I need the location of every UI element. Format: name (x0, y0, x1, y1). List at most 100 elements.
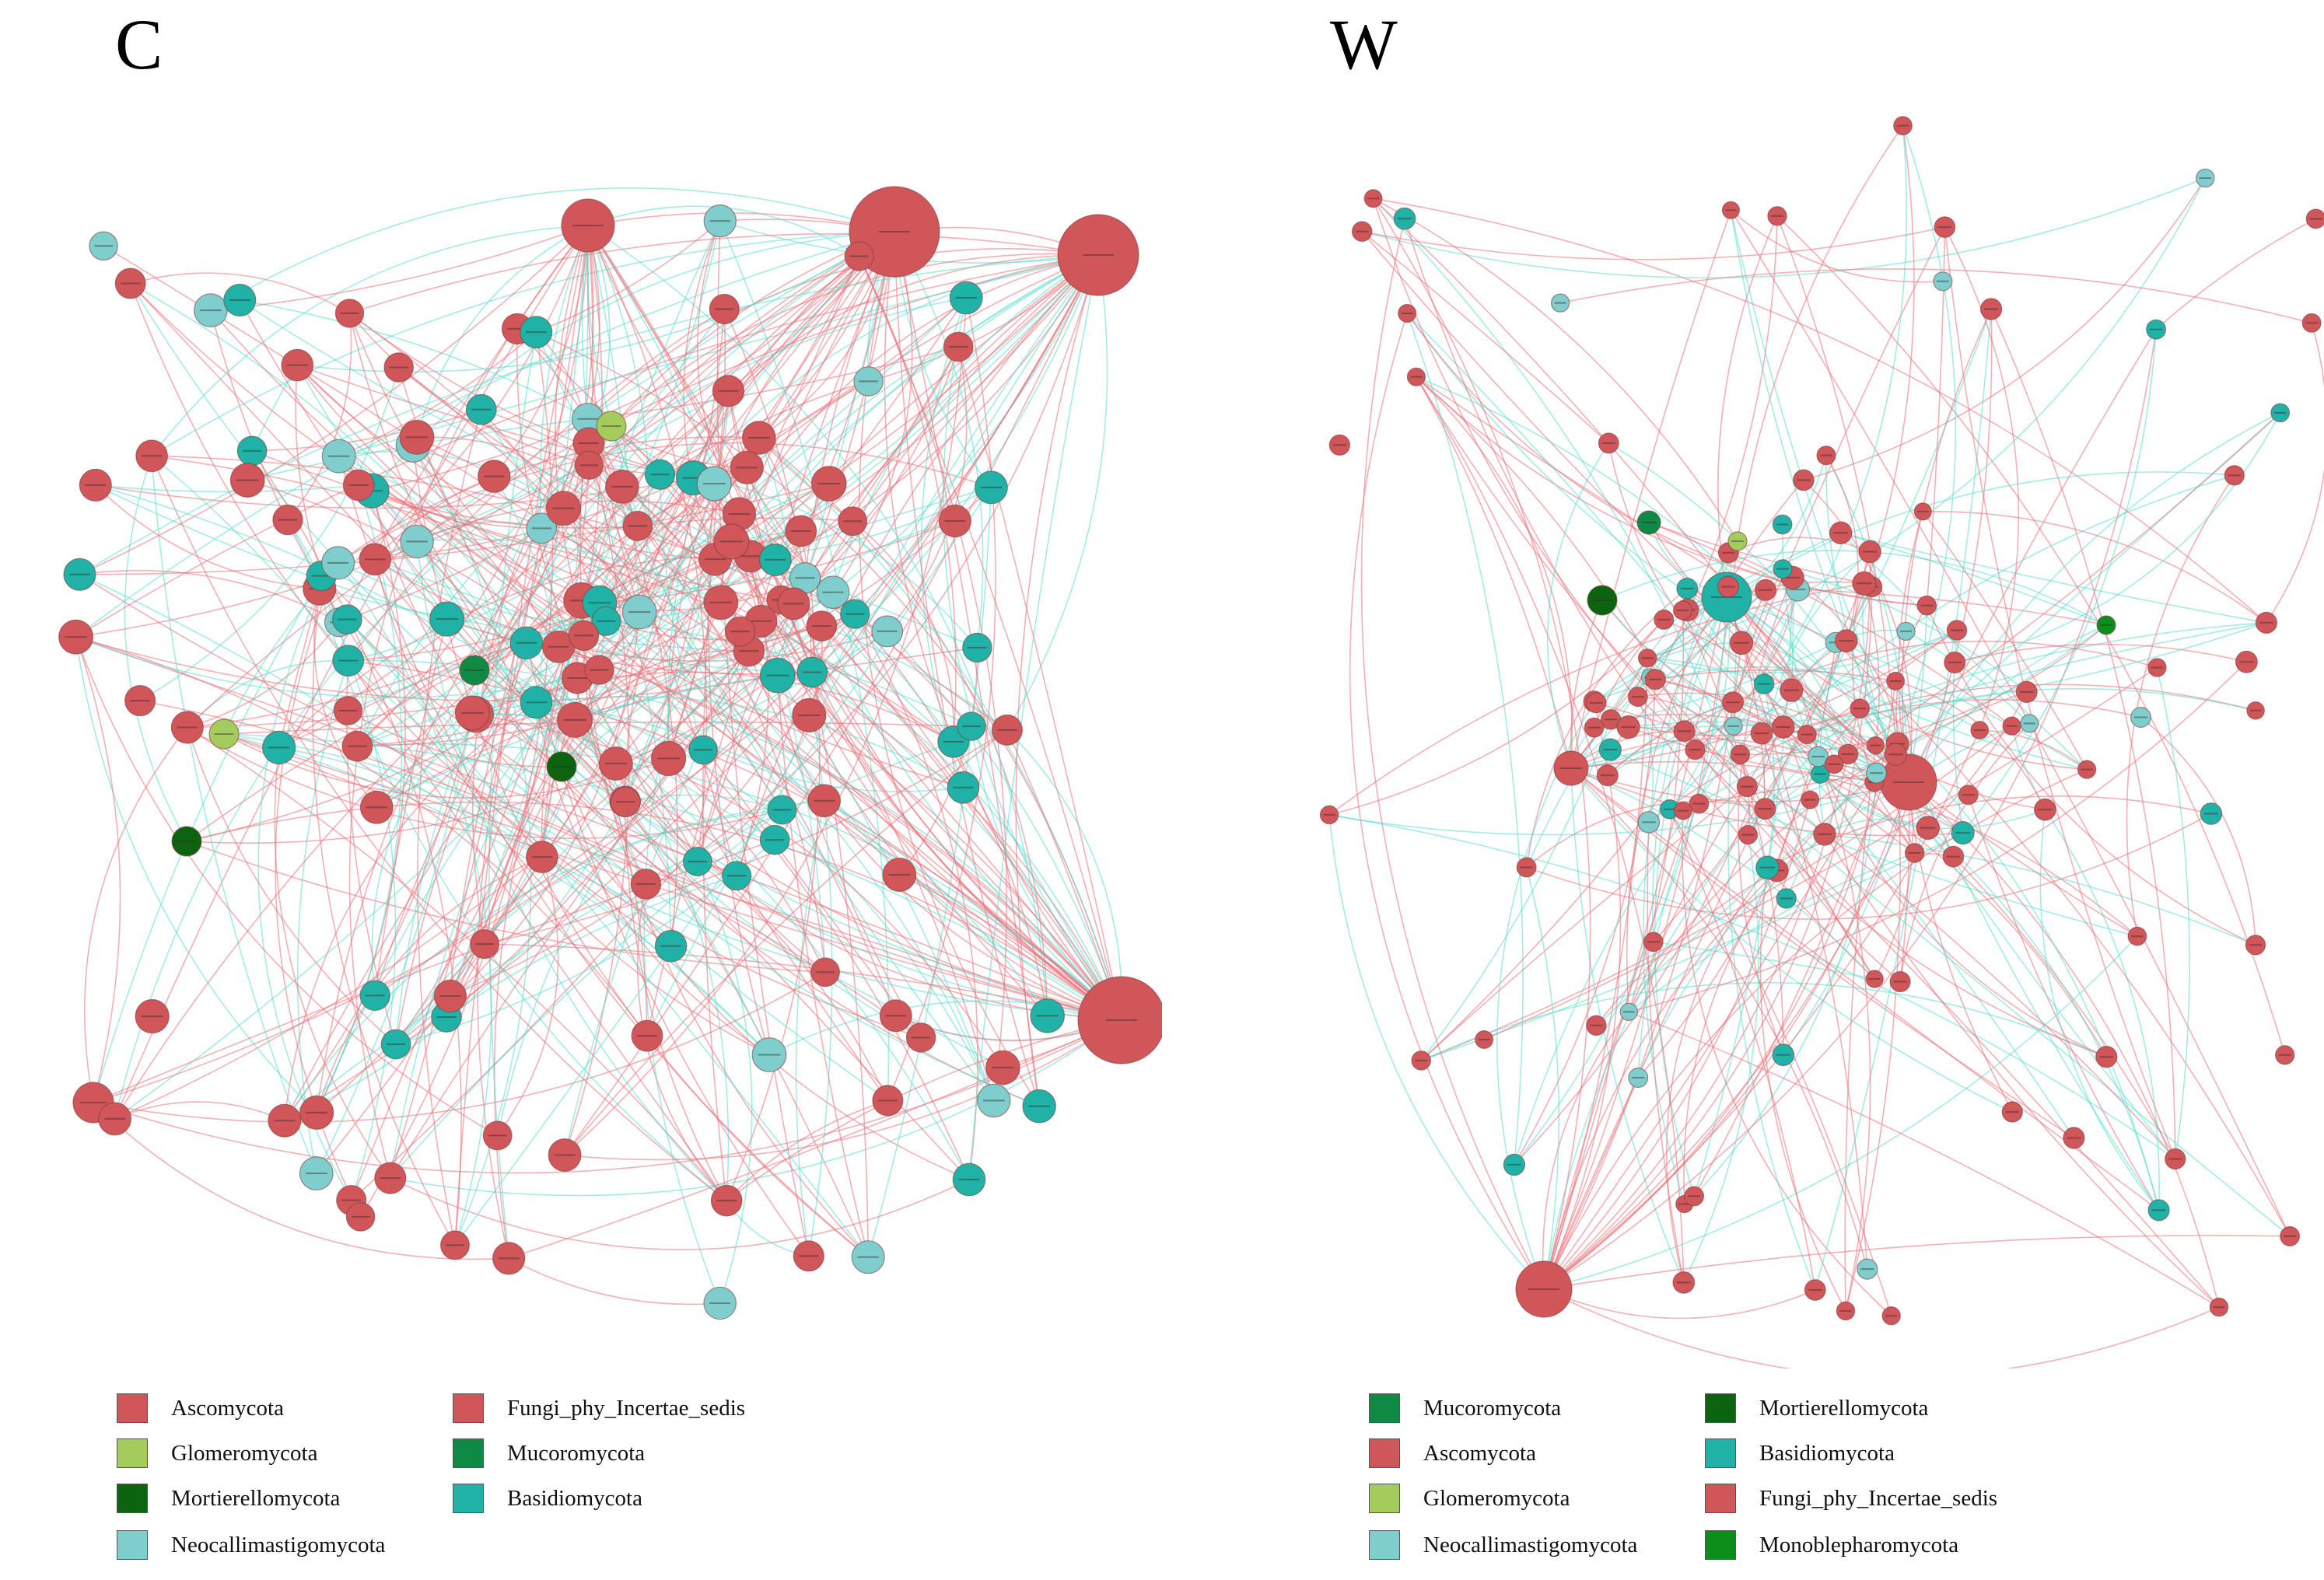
positive-edge (1683, 730, 2107, 1057)
negative-edge (1726, 596, 2160, 1211)
negative-edge (692, 254, 1099, 479)
positive-edge (187, 727, 397, 1045)
nodes-layer (58, 186, 1162, 1320)
positive-edge (239, 299, 626, 802)
negative-edge (1726, 471, 2235, 598)
node-label-mark (1621, 726, 1636, 729)
network-node (1834, 629, 1858, 653)
node-label-mark (1758, 808, 1773, 810)
network-node (2063, 1127, 2085, 1149)
node-label-mark (758, 1054, 781, 1056)
node-label-mark (569, 599, 593, 602)
network-node (89, 231, 118, 261)
node-label-mark (306, 1173, 327, 1175)
network-node (882, 857, 917, 892)
network-node (98, 1102, 132, 1136)
negative-edge (2039, 809, 2160, 1211)
negative-edge (1406, 313, 1524, 1165)
positive-edge (313, 575, 377, 808)
positive-edge (564, 729, 1008, 1156)
negative-edge (894, 231, 984, 648)
node-label-mark (1946, 855, 1961, 858)
node-label-mark (69, 573, 90, 575)
node-label-mark (2081, 768, 2093, 771)
node-label-mark (1520, 866, 1533, 869)
network-node (796, 656, 828, 688)
network-node (208, 718, 240, 750)
negative-edge (1730, 210, 1909, 783)
node-label-mark (1676, 609, 1689, 611)
legend-item: Mortierellomycota (117, 1482, 340, 1515)
negative-edge (151, 225, 589, 456)
node-label-mark (2305, 322, 2318, 324)
network-node (991, 714, 1024, 746)
positive-edge (374, 475, 495, 560)
node-label-mark (526, 701, 547, 704)
node-label-mark (2199, 177, 2211, 179)
panel-w: W Mucoromycota Ascomycota Glomeromycota … (1213, 0, 2324, 1580)
node-label-mark (1811, 756, 1825, 758)
positive-edge (2155, 218, 2316, 330)
network-node (1730, 744, 1751, 765)
positive-edge (1595, 869, 1778, 1026)
network-node (851, 1240, 885, 1274)
node-label-mark (130, 700, 150, 702)
node-label-mark (1860, 1268, 1874, 1271)
network-node (2077, 760, 2097, 779)
node-label-mark (1623, 1011, 1635, 1013)
network-node (1643, 932, 1664, 953)
positive-edge (1803, 177, 2206, 481)
legend-item: Basidiomycota (1705, 1437, 1895, 1470)
node-label-mark (1722, 551, 1735, 554)
positive-edge (858, 256, 957, 743)
network-node (1596, 764, 1619, 787)
positive-edge (390, 225, 589, 1179)
node-label-mark (229, 299, 250, 301)
node-label-mark (1648, 678, 1662, 680)
node-label-mark (311, 575, 331, 577)
node-label-mark (1888, 753, 1903, 756)
node-label-mark (1680, 587, 1694, 589)
panel-letter-c: C (115, 5, 163, 84)
negative-edge (824, 971, 1003, 1068)
node-label-mark (635, 883, 656, 885)
network-node (793, 1240, 824, 1272)
network-node (433, 979, 467, 1013)
positive-edge (1373, 198, 2267, 624)
network-node (2245, 935, 2266, 956)
node-label-mark (694, 749, 712, 751)
positive-edge (1360, 218, 1545, 1290)
node-label-mark (885, 1015, 906, 1017)
negative-edge (1594, 540, 1738, 702)
node-label-mark (1323, 813, 1335, 816)
network-node (2001, 1101, 2024, 1123)
network-node (1406, 367, 1426, 386)
legend-item: Mucoromycota (453, 1437, 645, 1470)
network-node (345, 1202, 376, 1232)
positive-edge (1693, 743, 1899, 1197)
legend-item: Mortierellomycota (1705, 1392, 1928, 1424)
negative-edge (1683, 834, 1759, 1283)
node-label-mark (943, 741, 964, 743)
positive-edge (639, 255, 860, 613)
network-node (2270, 403, 2291, 423)
negative-edge (943, 297, 1122, 1021)
negative-edge (210, 187, 895, 311)
positive-edge (274, 747, 391, 1179)
node-label-mark (1741, 834, 1755, 836)
node-label-mark (682, 477, 705, 479)
negative-edge (1765, 624, 2107, 809)
network-node (816, 575, 850, 610)
network-node (1884, 743, 1908, 767)
negative-edge (1420, 982, 2107, 1061)
negative-edge (795, 800, 825, 1257)
network-node (871, 615, 904, 648)
network-node (1852, 571, 1877, 596)
node-label-mark (579, 442, 599, 444)
network-node (879, 999, 912, 1033)
negative-edge (1785, 743, 1899, 899)
network-node (399, 419, 435, 455)
legend-swatch (1369, 1393, 1400, 1423)
positive-edge (667, 758, 889, 1101)
node-label-mark (365, 558, 386, 561)
